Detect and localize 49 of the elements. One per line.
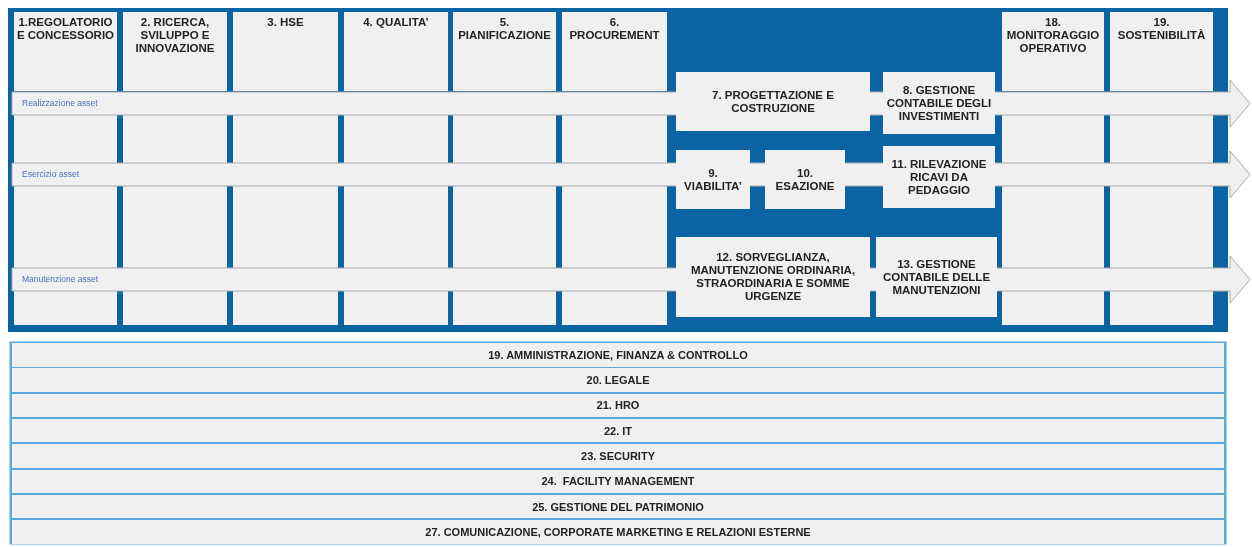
process-box <box>676 237 870 317</box>
function-label: 22. IT <box>603 424 633 437</box>
band-label: Esercizio asset <box>22 169 80 179</box>
column-cell <box>1002 12 1104 91</box>
column-cell <box>123 12 227 91</box>
column-cell <box>233 12 338 91</box>
function-row <box>12 469 1224 493</box>
band-label: Realizzazione asset <box>22 98 98 108</box>
column-heading: 4. QUALITA’ <box>362 16 430 29</box>
process-box <box>883 146 995 208</box>
column-heading: 2. RICERCA, SVILUPPO E INNOVAZIONE <box>134 16 216 55</box>
function-row <box>12 343 1224 367</box>
function-row <box>12 368 1224 392</box>
column-heading: 1.REGOLATORIO E CONCESSORIO <box>16 16 115 42</box>
process-box <box>883 72 995 134</box>
column-cell <box>344 12 448 91</box>
function-label: 19. AMMINISTRAZIONE, FINANZA & CONTROLLO <box>488 348 748 361</box>
column-heading: 18. MONITORAGGIO OPERATIVO <box>1005 16 1101 55</box>
function-label: 23. SECURITY <box>581 449 655 462</box>
process-label: 13. GESTIONE CONTABILE DELLE MANUTENZIONI <box>881 257 992 297</box>
band-label: Manutenzione asset <box>22 274 99 284</box>
function-row <box>12 444 1224 468</box>
function-label: 20. LEGALE <box>586 374 650 387</box>
column-heading: 6. PROCUREMENT <box>568 16 661 42</box>
function-label: 25. GESTIONE DEL PATRIMONIO <box>532 500 704 513</box>
function-label: 27. COMUNICAZIONE, CORPORATE MARKETING E RELAZIONI ESTERNE <box>425 525 811 538</box>
process-label: 10. ESAZIONE <box>774 166 836 193</box>
column-heading: 3. HSE <box>266 16 305 29</box>
function-row <box>12 520 1224 544</box>
process-box <box>676 72 870 131</box>
column-heading: 5. PIANIFICAZIONE <box>457 16 552 42</box>
function-row <box>12 393 1224 418</box>
column-cell <box>1110 12 1213 91</box>
process-label: 9. VIABILITA’ <box>683 166 743 193</box>
process-box <box>876 237 997 317</box>
process-label: 11. RILEVAZIONE RICAVI DA PEDAGGIO <box>890 157 988 197</box>
column-cell <box>562 12 667 91</box>
process-label: 7. PROGETTAZIONE E COSTRUZIONE <box>711 88 835 115</box>
process-box <box>765 150 845 209</box>
process-label: 8. GESTIONE CONTABILE DEGLI INVESTIMENTI <box>885 83 993 123</box>
process-label: 12. SORVEGLIANZA, MANUTENZIONE ORDINARIA, STRAORDINARIA E SOMME URGENZE <box>689 251 857 303</box>
function-label: 24. FACILITY MANAGEMENT <box>541 475 695 488</box>
function-row <box>12 494 1224 519</box>
column-cell <box>14 12 117 91</box>
function-label: 21. HRO <box>596 399 640 412</box>
function-row <box>12 418 1224 443</box>
process-box <box>676 150 750 209</box>
column-heading: 19. SOSTENIBILITÀ <box>1116 16 1207 42</box>
column-cell <box>453 12 556 91</box>
